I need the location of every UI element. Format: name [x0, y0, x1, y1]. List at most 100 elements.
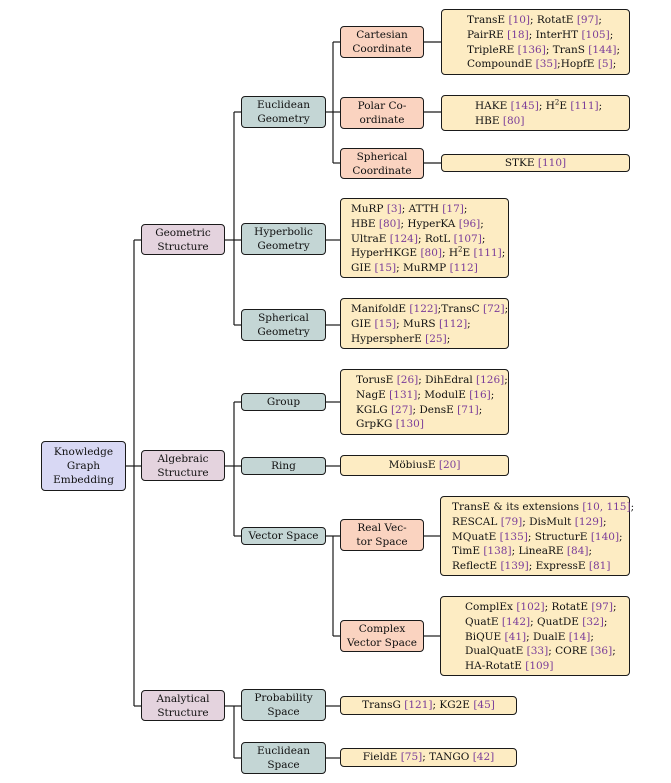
model-name: QuatE	[465, 615, 502, 628]
model-name: ; TANGO	[422, 751, 473, 764]
model-line: KGLG [27]; DensE [71];	[356, 403, 508, 418]
model-name: GIE	[351, 262, 375, 275]
citation-ref: [10]	[508, 14, 530, 26]
model-name: ReflectE	[452, 560, 501, 573]
model-line: TimE [138]; LineaRE [84];	[452, 544, 629, 559]
model-name: UltraE	[351, 232, 390, 245]
model-name: HBE	[475, 114, 503, 127]
citation-ref: [138]	[483, 545, 512, 558]
leaf-ring-models: MöbiusE [20]	[340, 455, 509, 476]
model-name: HA-RotatE	[465, 660, 526, 673]
node-label-line: ordinate	[359, 114, 405, 126]
model-name: ;	[467, 317, 471, 330]
model-name: ; CORE	[548, 645, 591, 658]
node-label-line: Space	[267, 759, 300, 771]
model-line: GrpKG [130]	[356, 417, 508, 432]
model-name: E	[462, 247, 474, 260]
citation-ref: [72]	[483, 303, 505, 315]
citation-ref: [14]	[568, 630, 591, 643]
node-vector-space: Vector Space	[241, 527, 326, 545]
model-line: HAKE [145]; H2E [111];	[475, 99, 629, 114]
node-label-line: Space	[267, 706, 300, 718]
model-name: ;	[603, 615, 608, 628]
model-line: TransE [10]; RotatE [97];	[467, 13, 629, 28]
model-name: MuRP	[351, 203, 387, 215]
node-label-line: Algebraic	[157, 452, 209, 465]
citation-ref: [16]	[469, 388, 491, 401]
model-name: ; MuRMP	[396, 262, 450, 275]
citation-ref: [75]	[400, 751, 423, 764]
citation-ref: [136]	[517, 43, 546, 56]
model-line: PairRE [18]; InterHT [105];	[467, 28, 629, 43]
node-label-line: Coordinate	[352, 43, 412, 55]
citation-ref: [15]	[374, 317, 397, 330]
model-line: CompoundE [35];HopfE [5];	[467, 57, 629, 72]
model-line: HBE [80]	[475, 114, 629, 129]
model-name: GrpKG	[356, 418, 396, 431]
citation-ref: [139]	[500, 560, 529, 573]
citation-ref: [145]	[510, 100, 539, 112]
citation-ref: [124]	[389, 232, 418, 245]
node-label-line: Embedding	[53, 474, 114, 486]
citation-ref: [80]	[502, 114, 525, 127]
model-name: RESCAL	[452, 515, 501, 528]
model-line: UltraE [124]; RotL [107];	[351, 232, 508, 247]
node-label-line: Coordinate	[352, 164, 412, 177]
leaf-euclidean-space-models: FieldE [75]; TANGO [42]	[340, 748, 517, 767]
model-name: TimE	[452, 545, 484, 558]
node-label-line: Ring	[271, 460, 296, 472]
model-name: ;	[588, 545, 593, 558]
model-name: ;	[612, 645, 616, 658]
model-name: ;	[612, 58, 617, 71]
model-name: ;	[463, 203, 468, 215]
node-label-line: Spherical	[356, 150, 408, 163]
model-line: HBE [80]; HyperKA [96];	[351, 217, 508, 232]
citation-ref: [131]	[389, 388, 418, 401]
citation-ref: [109]	[525, 660, 554, 673]
model-line: ManifoldE [122];TransC [72];	[351, 302, 508, 317]
node-label-line: Euclidean	[257, 745, 310, 757]
node-label-line: Group	[266, 396, 301, 408]
model-name: TransE & its extensions	[452, 501, 583, 513]
citation-ref: [71]	[457, 403, 479, 416]
model-name: ;	[598, 14, 602, 26]
model-name: ; DisMult	[522, 515, 575, 528]
citation-ref: [33]	[526, 645, 549, 658]
node-label-line: Structure	[157, 466, 209, 479]
model-name: ; QuatDE	[530, 615, 583, 628]
node-group: Group	[241, 393, 326, 411]
citation-ref: [112]	[438, 317, 468, 330]
model-name: KGLG	[356, 403, 391, 416]
model-name: ; RotatE	[544, 601, 592, 613]
model-name: ;	[598, 100, 603, 112]
node-label-line: Polar Co-	[357, 100, 407, 112]
model-line: FieldE [75]; TANGO [42]	[363, 750, 495, 765]
model-line: NagE [131]; ModulE [16];	[356, 388, 508, 403]
model-name: E	[559, 100, 571, 112]
citation-ref: [42]	[472, 751, 495, 764]
model-name: ;	[446, 332, 451, 345]
model-name: ;	[481, 232, 486, 245]
citation-ref: [111]	[570, 100, 599, 112]
citation-ref: [3]	[386, 203, 402, 215]
citation-ref: [140]	[590, 530, 620, 543]
citation-ref: [80]	[378, 217, 401, 230]
citation-ref: [122]	[409, 303, 438, 315]
leaf-polar-models: HAKE [145]; H2E [111];HBE [80]	[441, 95, 630, 131]
model-name: ; ATTH	[401, 203, 443, 215]
citation-ref: [96]	[458, 217, 481, 230]
citation-ref: [142]	[501, 615, 531, 628]
model-line: HyperspherE [25];	[351, 332, 508, 347]
model-name: TripleRE	[467, 43, 518, 56]
model-name: HyperHKGE	[351, 247, 421, 260]
citation-ref: [97]	[576, 14, 599, 26]
model-name: TorusE	[356, 374, 397, 386]
superscript: 2	[554, 98, 560, 107]
model-name: ; ExpressE	[528, 560, 589, 573]
leaf-hyperbolic-models: MuRP [3]; ATTH [17];HBE [80]; HyperKA [9…	[340, 198, 509, 278]
